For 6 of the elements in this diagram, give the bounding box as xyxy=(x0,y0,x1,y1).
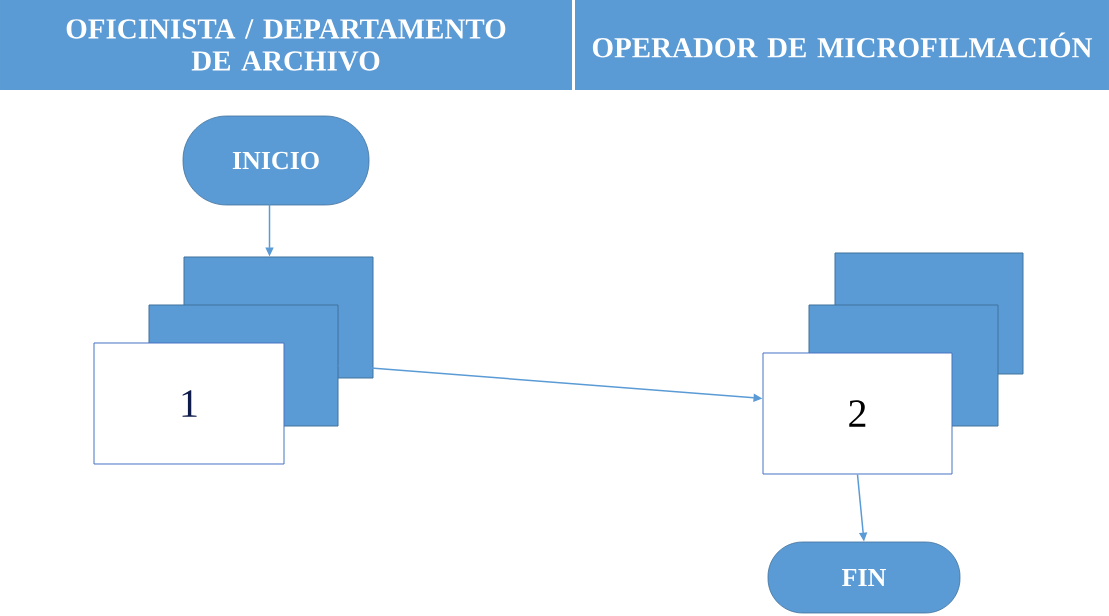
terminal-pill: INICIO xyxy=(182,115,370,206)
column-header: OFICINISTA / DEPARTAMENTO DE ARCHIVO xyxy=(0,0,572,90)
terminal-pill: FIN xyxy=(767,541,961,614)
column-header: OPERADOR DE MICROFILMACIÓN xyxy=(575,0,1109,90)
document-stack: 2 xyxy=(762,252,1024,475)
document-stack: 1 xyxy=(93,256,374,465)
